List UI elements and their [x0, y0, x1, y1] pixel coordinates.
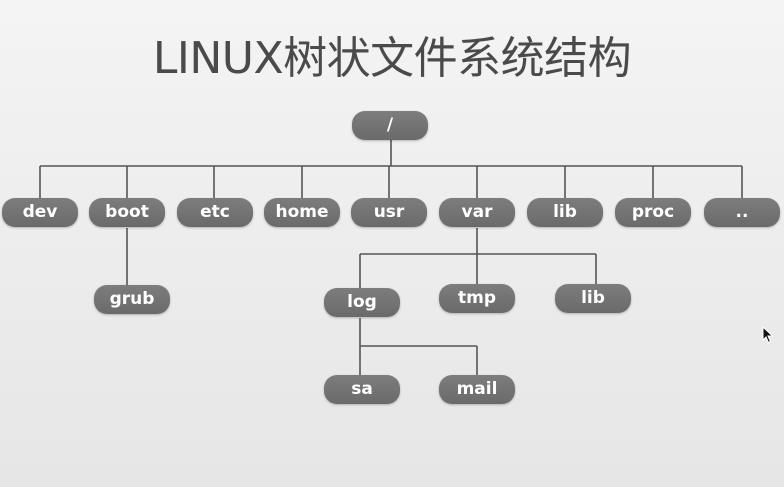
- node-boot-label: boot: [105, 202, 149, 222]
- node-grub-label: grub: [109, 289, 155, 309]
- node-more: ..: [704, 198, 780, 227]
- node-etc-label: etc: [200, 202, 230, 222]
- node-var-lib-label: lib: [581, 288, 605, 308]
- node-var-label: var: [461, 202, 493, 222]
- node-root: /: [352, 111, 428, 140]
- mouse-cursor-icon: [762, 326, 774, 344]
- node-lib-label: lib: [553, 202, 577, 222]
- node-dev: dev: [2, 198, 78, 227]
- node-home-label: home: [275, 202, 329, 222]
- node-more-label: ..: [735, 202, 749, 222]
- node-tmp: tmp: [439, 284, 515, 313]
- node-log-label: log: [347, 292, 377, 312]
- node-etc: etc: [177, 198, 253, 227]
- node-sa-label: sa: [351, 379, 373, 399]
- node-usr: usr: [351, 198, 427, 227]
- node-boot: boot: [89, 198, 165, 227]
- node-home: home: [264, 198, 340, 227]
- node-var-lib: lib: [555, 284, 631, 313]
- node-mail-label: mail: [456, 379, 498, 399]
- node-sa: sa: [324, 375, 400, 404]
- node-tmp-label: tmp: [457, 288, 496, 308]
- node-usr-label: usr: [373, 202, 405, 222]
- node-proc: proc: [615, 198, 691, 227]
- node-dev-label: dev: [22, 202, 58, 222]
- node-proc-label: proc: [631, 202, 675, 222]
- node-grub: grub: [94, 285, 170, 314]
- diagram-title: LINUX树状文件系统结构: [152, 33, 632, 84]
- node-lib: lib: [527, 198, 603, 227]
- node-root-label: /: [386, 115, 394, 135]
- node-mail: mail: [439, 375, 515, 404]
- node-var: var: [439, 198, 515, 227]
- node-log: log: [324, 288, 400, 317]
